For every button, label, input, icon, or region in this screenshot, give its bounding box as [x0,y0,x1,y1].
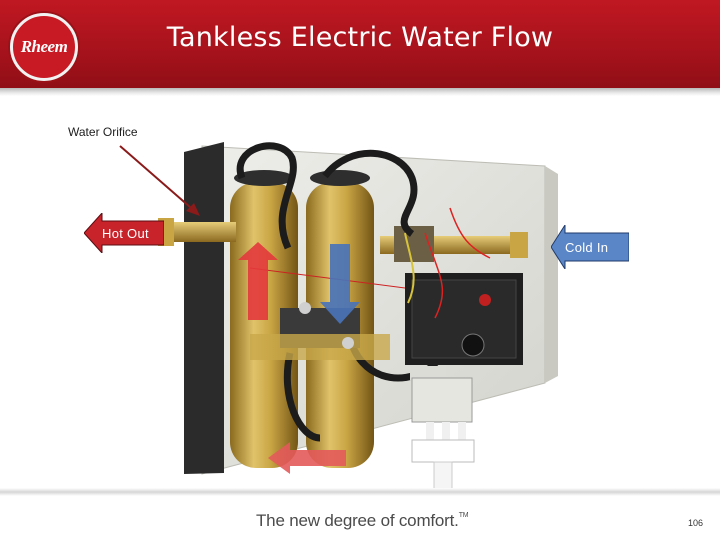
hot-out-arrow-icon [84,213,164,253]
cold-in-label: Cold In [565,239,609,255]
header-shadow [0,88,720,96]
footer-divider [0,488,720,496]
cold-in-arrow-icon [551,225,629,269]
logo-text: Rheem [20,37,68,56]
bottom-flow-arrow [268,442,346,474]
trademark-mark: TM [458,512,469,519]
cold-in-callout: Cold In [551,225,629,269]
slide-title: Tankless Electric Water Flow [166,22,554,53]
hot-out-callout: Hot Out [84,213,164,253]
cold-flow-down-arrow [320,244,360,324]
water-heater-photo [158,142,558,493]
footer-tagline: The new degree of comfort.TM [256,511,469,530]
hot-flow-up-arrow [238,242,278,320]
page-number: 106 [688,518,704,528]
water-orifice-label: Water Orifice [68,125,138,139]
header-bar [0,0,720,90]
hot-out-label: Hot Out [102,225,149,241]
rheem-logo: Rheem [10,13,78,81]
